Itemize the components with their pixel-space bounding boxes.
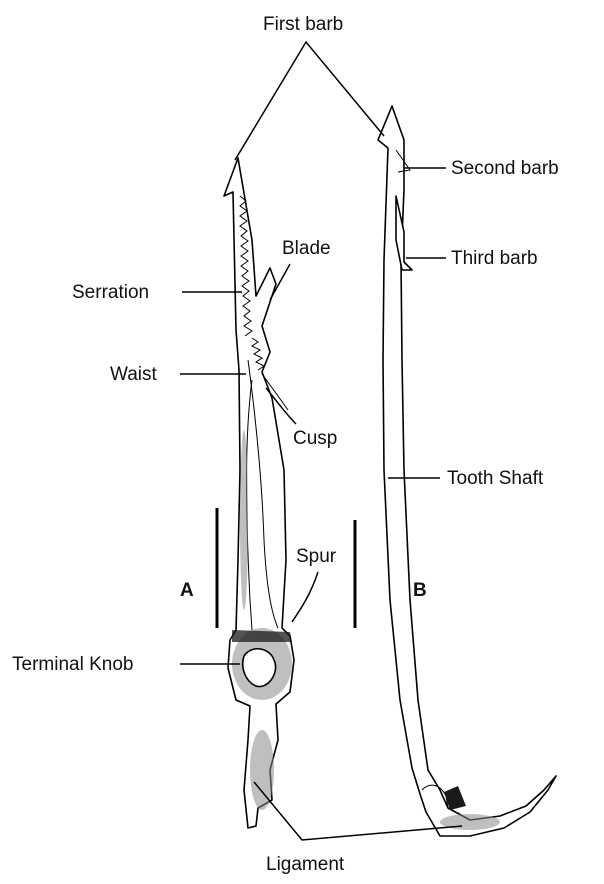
tooth-a-ligament-shade — [250, 730, 274, 810]
first-barb-leader — [235, 42, 384, 160]
blade-label: Blade — [282, 238, 331, 259]
panel-b-label: B — [413, 580, 427, 601]
third-barb-label: Third barb — [451, 248, 538, 269]
tooth-shaft-label: Tooth Shaft — [447, 468, 544, 489]
first-barb-label: First barb — [263, 14, 343, 35]
second-barb-label: Second barb — [451, 158, 559, 179]
serration-label: Serration — [72, 282, 149, 303]
tooth-a-shaft-shade — [240, 430, 248, 610]
tooth-a-knob-band — [232, 630, 292, 642]
spur-label: Spur — [296, 546, 337, 567]
panel-a-label: A — [180, 580, 194, 601]
waist-label: Waist — [110, 364, 158, 385]
spur-leader — [292, 572, 318, 622]
cusp-label: Cusp — [293, 428, 337, 449]
ligament-label: Ligament — [266, 854, 345, 875]
terminal-knob-label: Terminal Knob — [12, 654, 133, 675]
